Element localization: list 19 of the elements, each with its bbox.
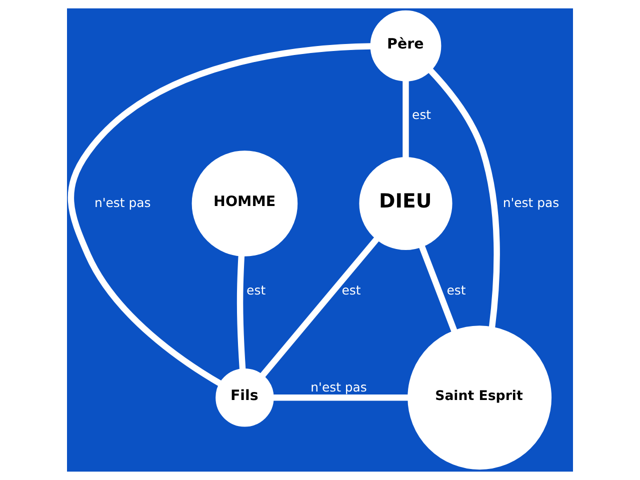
node-circle: HOMME	[192, 150, 298, 256]
connector	[402, 80, 409, 158]
node-circle: Fils	[216, 368, 274, 427]
connector	[236, 255, 246, 370]
edge-label: n'est pas	[310, 380, 367, 395]
edge-label: est	[412, 107, 432, 122]
node-circle: DIEU	[359, 156, 452, 250]
connector	[68, 43, 372, 386]
connector	[418, 245, 458, 333]
connector	[272, 394, 410, 401]
edge-label: n'est pas	[94, 194, 151, 210]
connector	[260, 236, 380, 378]
edge-label: est	[446, 282, 466, 298]
connector	[428, 68, 500, 328]
node-circle: Saint Esprit	[408, 326, 552, 470]
edge-label: n'est pas	[502, 194, 560, 210]
edge-label: est	[342, 282, 361, 298]
node-circle: Père	[370, 10, 442, 82]
edge-label: est	[246, 282, 266, 298]
